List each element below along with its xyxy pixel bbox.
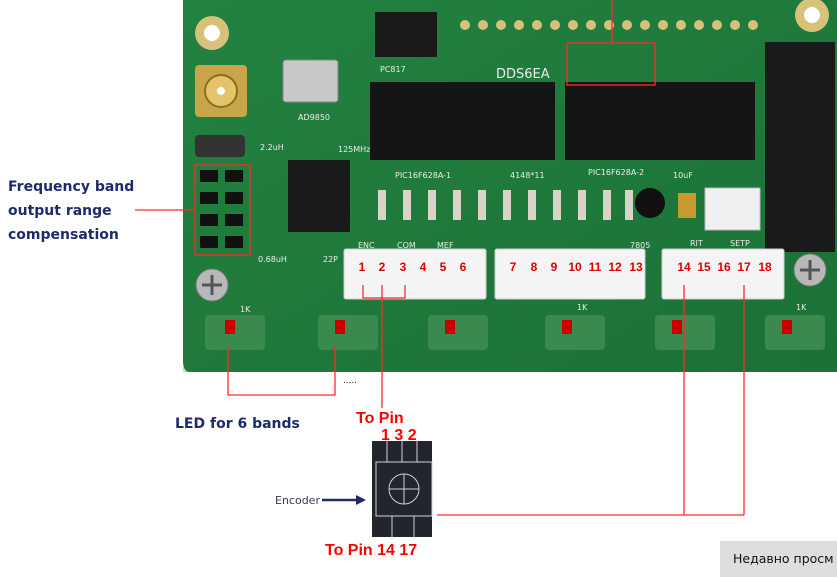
pin-label: 9	[551, 260, 558, 274]
diode-label: 4148*11	[510, 171, 545, 180]
connector-14-18	[661, 248, 785, 300]
pin-label: 15	[697, 260, 711, 274]
pin-label: 8	[531, 260, 538, 274]
annotation-lines	[135, 0, 745, 516]
to-pin-top-label: To Pin	[356, 410, 404, 427]
pin-label: 12	[608, 260, 622, 274]
connector-1-6	[343, 248, 487, 300]
silk-rit: RIT	[690, 239, 703, 248]
pin-label: 11	[589, 260, 602, 274]
led-dots: .....	[343, 375, 357, 386]
silk-setp: SETP	[730, 239, 750, 248]
arrow-right-icon	[322, 495, 366, 505]
pc817-label: PC817	[380, 65, 406, 74]
pin-label: 4	[420, 260, 427, 274]
resistor-label: 1K	[577, 303, 588, 312]
pin-label: 10	[568, 260, 582, 274]
pin-label: 16	[717, 260, 731, 274]
pin-label: 6	[460, 260, 467, 274]
pin-label: 14	[677, 260, 691, 274]
connector-7-13	[494, 248, 646, 300]
ic-label-1: PIC16F628A-1	[395, 171, 451, 180]
mhz-label: 125MHz	[338, 145, 370, 154]
silk-com: COM	[397, 241, 416, 250]
crystal-oscillator	[282, 59, 339, 103]
capacitor	[678, 193, 696, 218]
freq-band-label: output range	[8, 203, 112, 219]
pin-label: 13	[629, 260, 643, 274]
small-connector	[704, 187, 761, 231]
pin-label: 18	[758, 260, 772, 274]
jumper-block	[200, 170, 243, 248]
resistor-label: 1K	[796, 303, 807, 312]
cap1-label: 22P	[323, 255, 338, 264]
resistor-label: 1K	[240, 305, 251, 314]
mounting-hole-icon	[795, 0, 829, 32]
encoder-symbol	[372, 441, 433, 537]
dds-label: DDS6EA	[496, 67, 550, 82]
screw-icon	[793, 253, 827, 287]
inductor-label: 2.2uH	[260, 143, 284, 152]
silk-mef: MEF	[437, 241, 454, 250]
freq-band-label: compensation	[8, 227, 119, 243]
silk-enc: ENC	[358, 241, 375, 250]
to-pin-bottom-label: To Pin 14 17	[325, 542, 417, 559]
header-pads	[460, 20, 758, 30]
led-row	[205, 315, 825, 350]
box-header	[765, 42, 835, 252]
freq-band-label: Frequency band	[8, 179, 134, 195]
pic-chip-1	[370, 82, 555, 160]
encoder-label: Encoder	[275, 494, 320, 507]
silk-7805: 7805	[630, 241, 650, 250]
ic-label-2: PIC16F628A-2	[588, 168, 644, 177]
inductor2-label: 0.68uH	[258, 255, 287, 264]
cap-label: 10uF	[673, 171, 693, 180]
pin-label: 5	[440, 260, 447, 274]
to-pin-top-numbers: 1 3 2	[381, 427, 417, 444]
recently-viewed-button[interactable]: Недавно просм	[720, 541, 837, 577]
led-label: LED for 6 bands	[175, 416, 300, 432]
sma-connector	[195, 65, 247, 117]
pin-label: 17	[737, 260, 751, 274]
ad9850-chip	[288, 160, 350, 232]
screw-icon	[195, 268, 229, 302]
pin-label: 1	[359, 260, 366, 274]
regulator	[635, 188, 665, 218]
pic-chip-2	[565, 82, 755, 160]
diode-row	[378, 190, 633, 220]
mounting-hole-icon	[195, 16, 229, 50]
pin-label: 3	[400, 260, 407, 274]
pin-label: 7	[510, 260, 517, 274]
inductor	[195, 135, 245, 157]
pin-label: 2	[379, 260, 386, 274]
pc817-chip	[375, 12, 437, 57]
ad9850-label: AD9850	[298, 113, 330, 122]
